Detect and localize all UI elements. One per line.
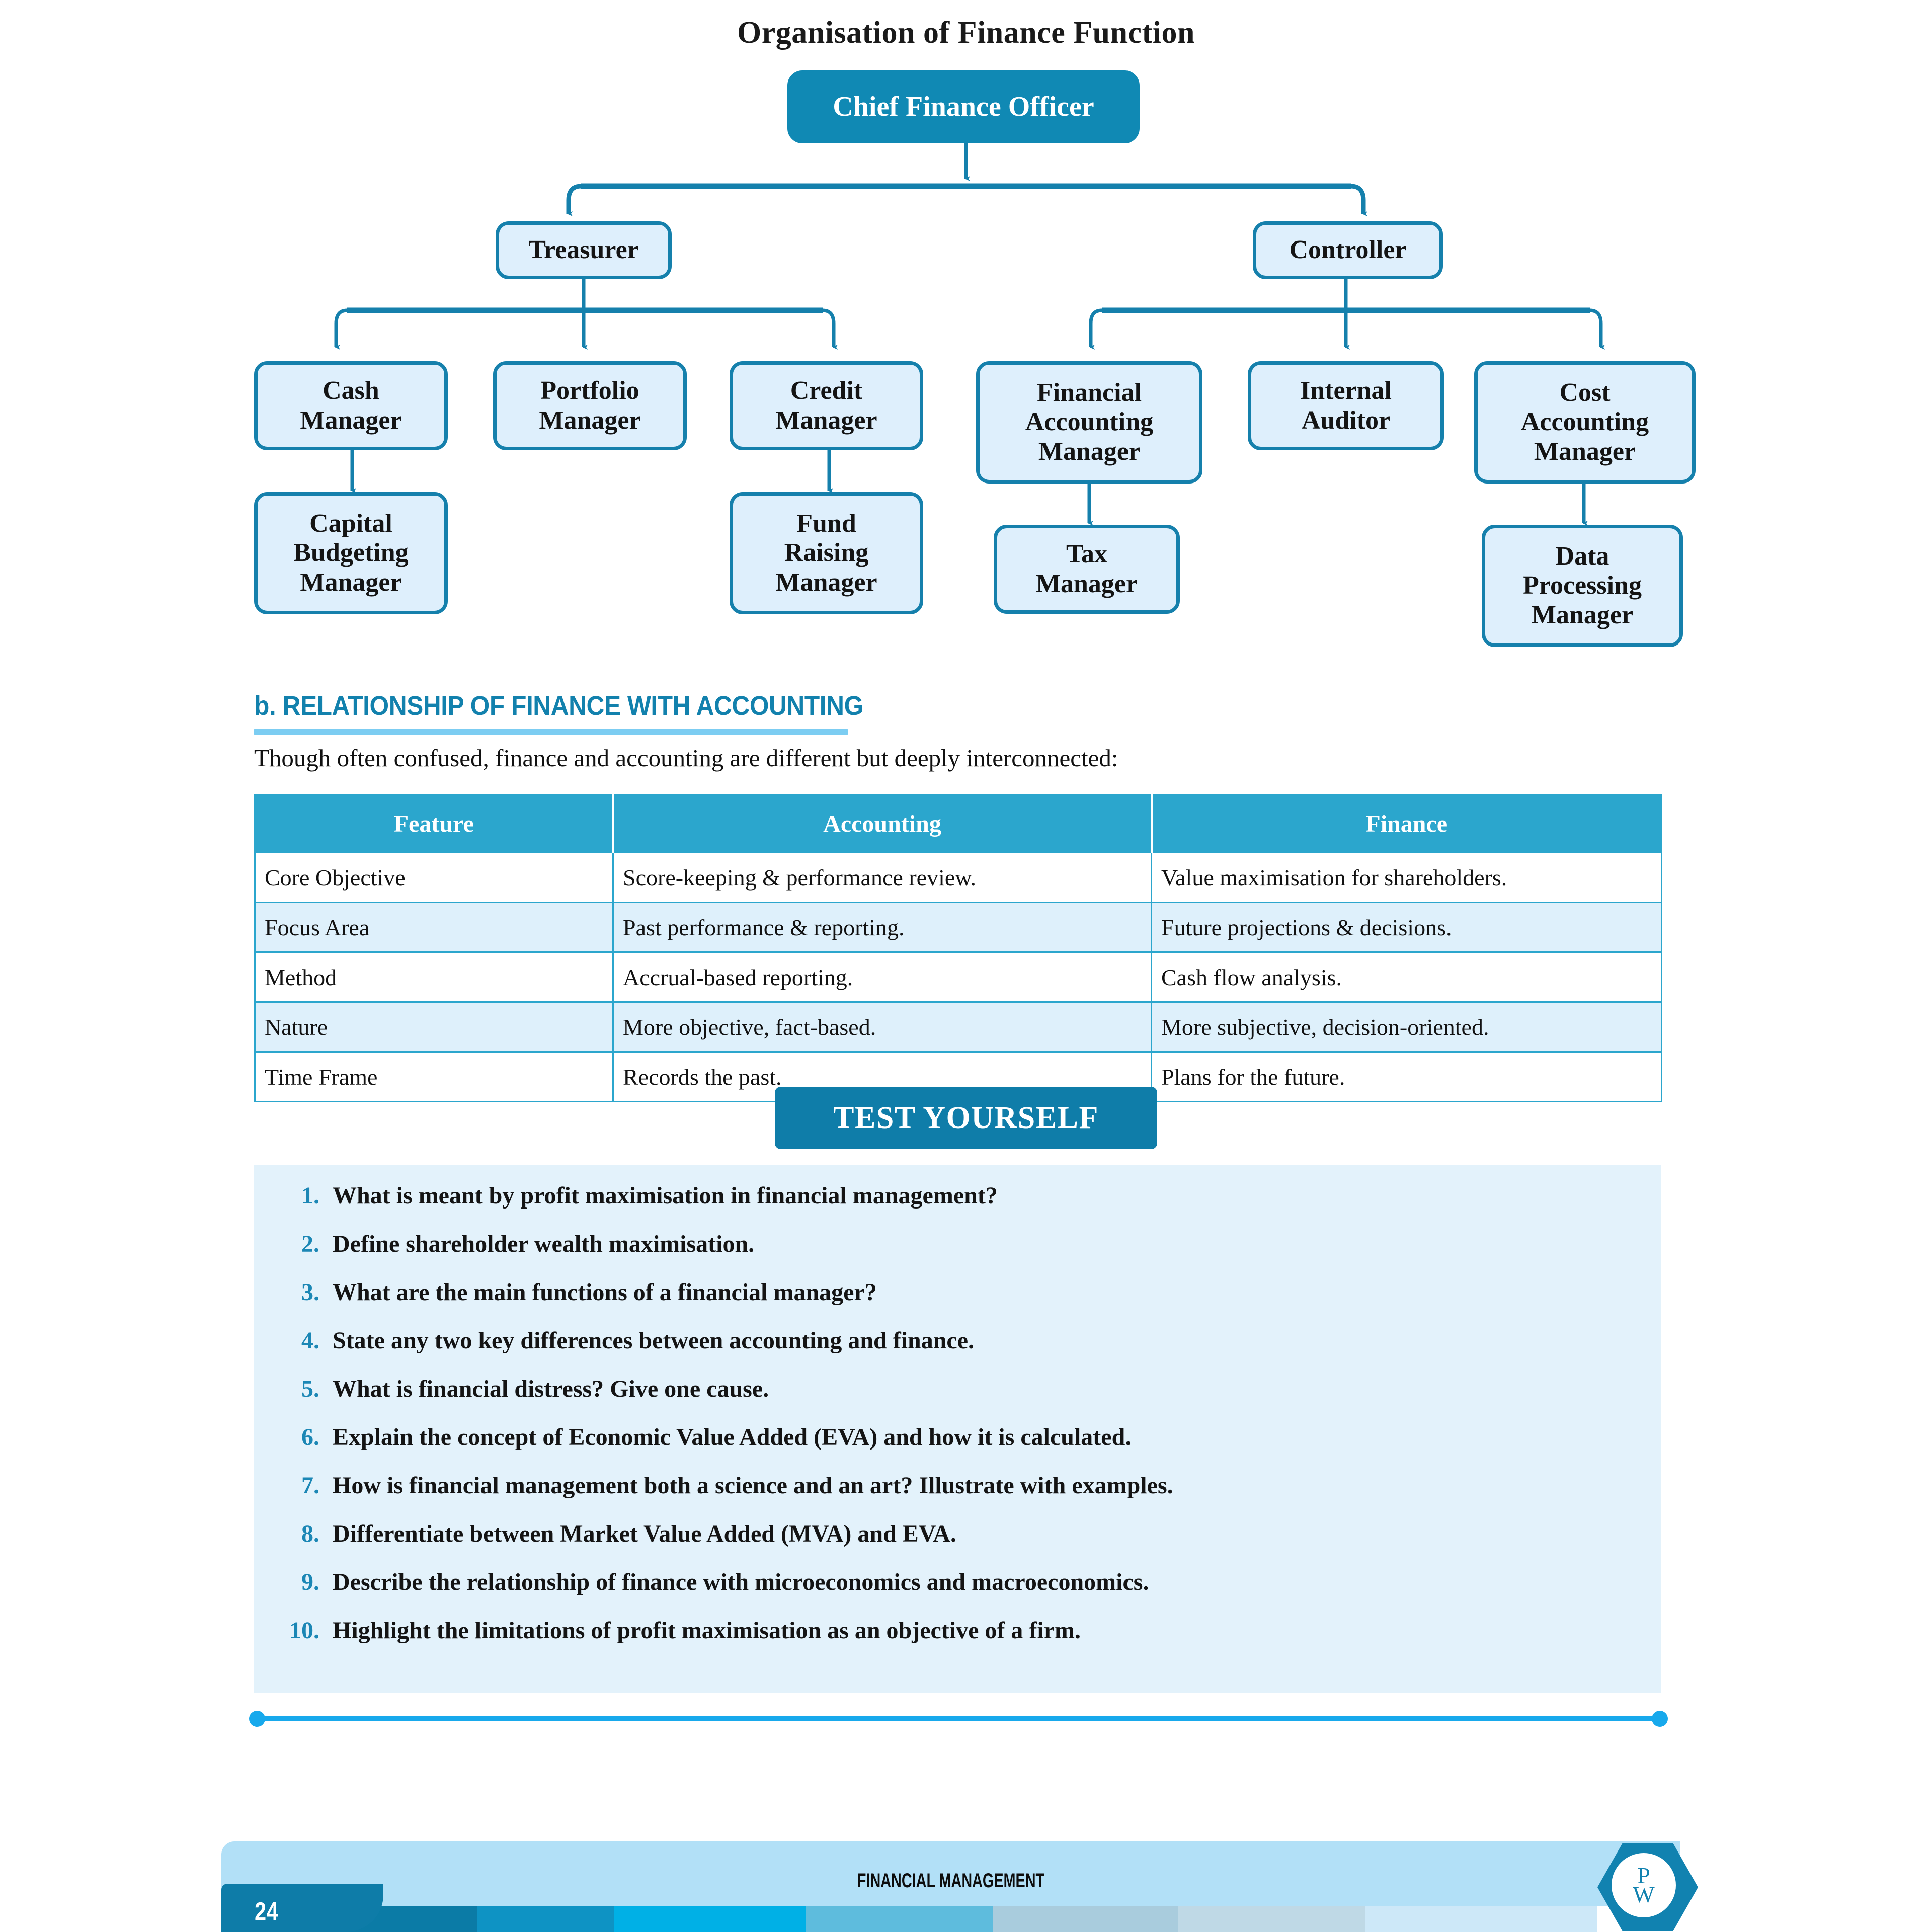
divider-dot-right-icon (1652, 1711, 1668, 1727)
footer-band (221, 1841, 1680, 1906)
chart-title: Organisation of Finance Function (737, 16, 1195, 50)
logo-letter-w: W (1633, 1882, 1655, 1907)
cell-feature: Method (254, 951, 614, 1003)
node-cash-manager[interactable]: Cash Manager (254, 361, 448, 450)
list-item: 8. Differentiate between Market Value Ad… (254, 1520, 1661, 1568)
question-number: 9. (301, 1569, 319, 1595)
strip-block-5 (993, 1906, 1178, 1932)
footer-color-strip (346, 1906, 1597, 1932)
cell-finance: Cash flow analysis. (1151, 951, 1662, 1003)
strip-block-2 (477, 1906, 614, 1932)
page-number-tab: 24 (221, 1884, 383, 1932)
section-heading-block: b. RELATIONSHIP OF FINANCE WITH ACCOUNTI… (254, 690, 1713, 735)
node-financial-accounting-manager[interactable]: Financial Accounting Manager (976, 361, 1202, 484)
column-header-feature: Feature (254, 794, 614, 853)
page-footer: 24 FINANCIAL MANAGEMENT P W (0, 1841, 1932, 1932)
node-internal-auditor[interactable]: Internal Auditor (1248, 361, 1444, 450)
question-text: State any two key differences between ac… (333, 1327, 975, 1354)
cell-finance: More subjective, decision-oriented. (1151, 1001, 1662, 1053)
strip-block-3 (614, 1906, 806, 1932)
question-number: 2. (301, 1231, 319, 1257)
pw-logo: P W (1597, 1843, 1698, 1931)
intro-paragraph: Though often confused, finance and accou… (254, 744, 1118, 772)
question-text: What is financial distress? Give one cau… (333, 1376, 769, 1402)
question-number: 6. (301, 1424, 319, 1451)
question-number: 3. (301, 1279, 319, 1306)
page-number: 24 (255, 1897, 279, 1926)
cell-feature: Nature (254, 1001, 614, 1053)
question-number: 4. (301, 1327, 319, 1354)
question-number: 5. (301, 1376, 319, 1402)
question-text: Explain the concept of Economic Value Ad… (333, 1424, 1132, 1451)
list-item: 7. How is financial management both a sc… (254, 1472, 1661, 1520)
table-row: Method Accrual-based reporting. Cash flo… (254, 951, 1662, 1003)
cell-finance: Value maximisation for shareholders. (1151, 852, 1662, 903)
logo-circle (1612, 1853, 1676, 1917)
list-item: 5. What is financial distress? Give one … (254, 1375, 1661, 1423)
section-heading-rule (254, 729, 848, 735)
node-controller[interactable]: Controller (1253, 221, 1443, 279)
divider-bar (258, 1716, 1659, 1721)
logo-letter-p: P (1637, 1863, 1650, 1889)
question-text: Differentiate between Market Value Added… (333, 1520, 956, 1547)
cell-feature: Time Frame (254, 1051, 614, 1102)
org-chart: Organisation of Finance Function (0, 0, 1932, 669)
node-data-processing-manager[interactable]: Data Processing Manager (1482, 525, 1683, 647)
node-credit-manager[interactable]: Credit Manager (730, 361, 923, 450)
column-header-finance: Finance (1150, 794, 1662, 853)
question-text: Define shareholder wealth maximisation. (333, 1231, 755, 1257)
node-chief-finance-officer[interactable]: Chief Finance Officer (787, 70, 1140, 143)
question-number: 1. (301, 1182, 319, 1209)
question-number: 10. (289, 1617, 319, 1644)
node-cost-accounting-manager[interactable]: Cost Accounting Manager (1474, 361, 1696, 484)
cell-accounting: Accrual-based reporting. (612, 951, 1152, 1003)
question-number: 7. (301, 1472, 319, 1499)
list-item: 2. Define shareholder wealth maximisatio… (254, 1230, 1661, 1278)
cell-feature: Focus Area (254, 902, 614, 953)
strip-block-6 (1178, 1906, 1365, 1932)
cell-accounting: More objective, fact-based. (612, 1001, 1152, 1053)
strip-block-4 (806, 1906, 993, 1932)
cell-finance: Plans for the future. (1151, 1051, 1662, 1102)
list-item: 6. Explain the concept of Economic Value… (254, 1423, 1661, 1472)
table-row: Nature More objective, fact-based. More … (254, 1001, 1662, 1053)
hexagon-icon: P W (1597, 1843, 1698, 1931)
question-text: What is meant by profit maximisation in … (333, 1182, 998, 1209)
table-row: Core Objective Score-keeping & performan… (254, 852, 1662, 903)
table-row: Focus Area Past performance & reporting.… (254, 902, 1662, 953)
cell-feature: Core Objective (254, 852, 614, 903)
section-heading: b. RELATIONSHIP OF FINANCE WITH ACCOUNTI… (254, 691, 863, 721)
question-text: Describe the relationship of finance wit… (333, 1569, 1149, 1595)
list-item: 9. Describe the relationship of finance … (254, 1568, 1661, 1617)
section-divider (249, 1711, 1668, 1727)
question-number: 8. (301, 1520, 319, 1547)
question-text: Highlight the limitations of profit maxi… (333, 1617, 1081, 1644)
footer-title: FINANCIAL MANAGEMENT (857, 1870, 1045, 1892)
list-item: 1. What is meant by profit maximisation … (254, 1182, 1661, 1230)
cell-finance: Future projections & decisions. (1151, 902, 1662, 953)
column-header-accounting: Accounting (612, 794, 1152, 853)
cell-accounting: Score-keeping & performance review. (612, 852, 1152, 903)
node-tax-manager[interactable]: Tax Manager (994, 525, 1180, 614)
finance-accounting-comparison-table: Feature Accounting Finance Core Objectiv… (254, 794, 1662, 1102)
strip-block-7 (1365, 1906, 1597, 1932)
test-yourself-question-list: 1. What is meant by profit maximisation … (254, 1165, 1661, 1693)
question-text: What are the main functions of a financi… (333, 1279, 877, 1306)
node-capital-budgeting-manager[interactable]: Capital Budgeting Manager (254, 492, 448, 614)
node-fund-raising-manager[interactable]: Fund Raising Manager (730, 492, 923, 614)
logo-letters: P W (1612, 1853, 1676, 1917)
node-portfolio-manager[interactable]: Portfolio Manager (493, 361, 687, 450)
list-item: 4. State any two key differences between… (254, 1327, 1661, 1375)
test-yourself-banner: TEST YOURSELF (775, 1087, 1157, 1149)
list-item: 3. What are the main functions of a fina… (254, 1278, 1661, 1327)
cell-accounting: Past performance & reporting. (612, 902, 1152, 953)
table-header-row: Feature Accounting Finance (254, 794, 1662, 853)
question-text: How is financial management both a scien… (333, 1472, 1173, 1499)
node-treasurer[interactable]: Treasurer (496, 221, 672, 279)
list-item: 10. Highlight the limitations of profit … (254, 1617, 1661, 1665)
